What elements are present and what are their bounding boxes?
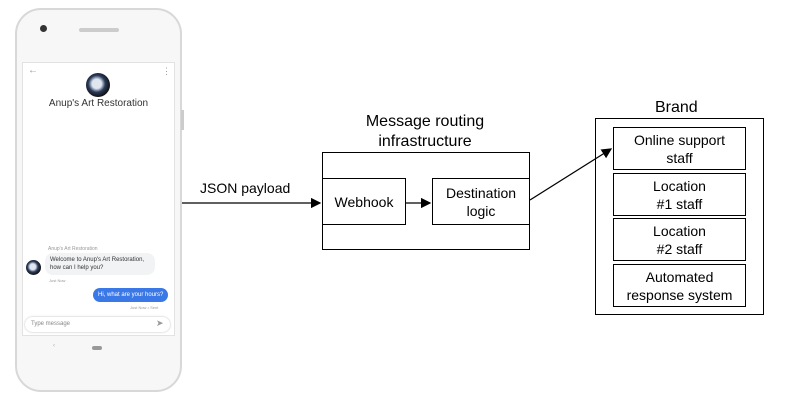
side-button	[181, 110, 184, 130]
brand-box	[595, 118, 764, 315]
message-input[interactable]	[25, 317, 170, 332]
brand-item-location-2: Location #2 staff	[613, 218, 746, 261]
incoming-time: Just Now	[49, 278, 66, 283]
outgoing-status: Just Now • Sent	[130, 305, 159, 310]
nav-back-icon[interactable]: ‹	[53, 343, 55, 349]
send-icon[interactable]: ➤	[156, 318, 164, 328]
brand-item-automated-response: Automated response system	[613, 264, 746, 307]
json-payload-label: JSON payload	[200, 180, 291, 196]
business-avatar	[86, 73, 110, 97]
webhook-box: Webhook	[322, 178, 406, 225]
destination-logic-box: Destination logic	[432, 178, 530, 225]
nav-home-icon[interactable]	[92, 346, 102, 350]
brand-item-location-1: Location #1 staff	[613, 173, 746, 216]
sender-label: Anup's Art Restoration	[48, 246, 98, 252]
speaker	[79, 28, 119, 32]
incoming-message: Welcome to Anup's Art Restoration, how c…	[45, 253, 155, 275]
business-name: Anup's Art Restoration	[48, 98, 149, 109]
outgoing-message: Hi, what are your hours?	[93, 288, 169, 302]
camera	[40, 25, 47, 32]
message-input-placeholder: Type message	[31, 321, 71, 327]
sender-avatar	[26, 260, 41, 275]
back-arrow-icon[interactable]: ←	[28, 65, 38, 76]
brand-title: Brand	[655, 99, 698, 116]
infrastructure-title: Message routing infrastructure	[365, 113, 485, 150]
more-options-icon[interactable]: ⋮	[162, 66, 171, 76]
brand-item-online-support: Online support staff	[613, 127, 746, 170]
arrow-destination-to-brand	[529, 148, 613, 201]
